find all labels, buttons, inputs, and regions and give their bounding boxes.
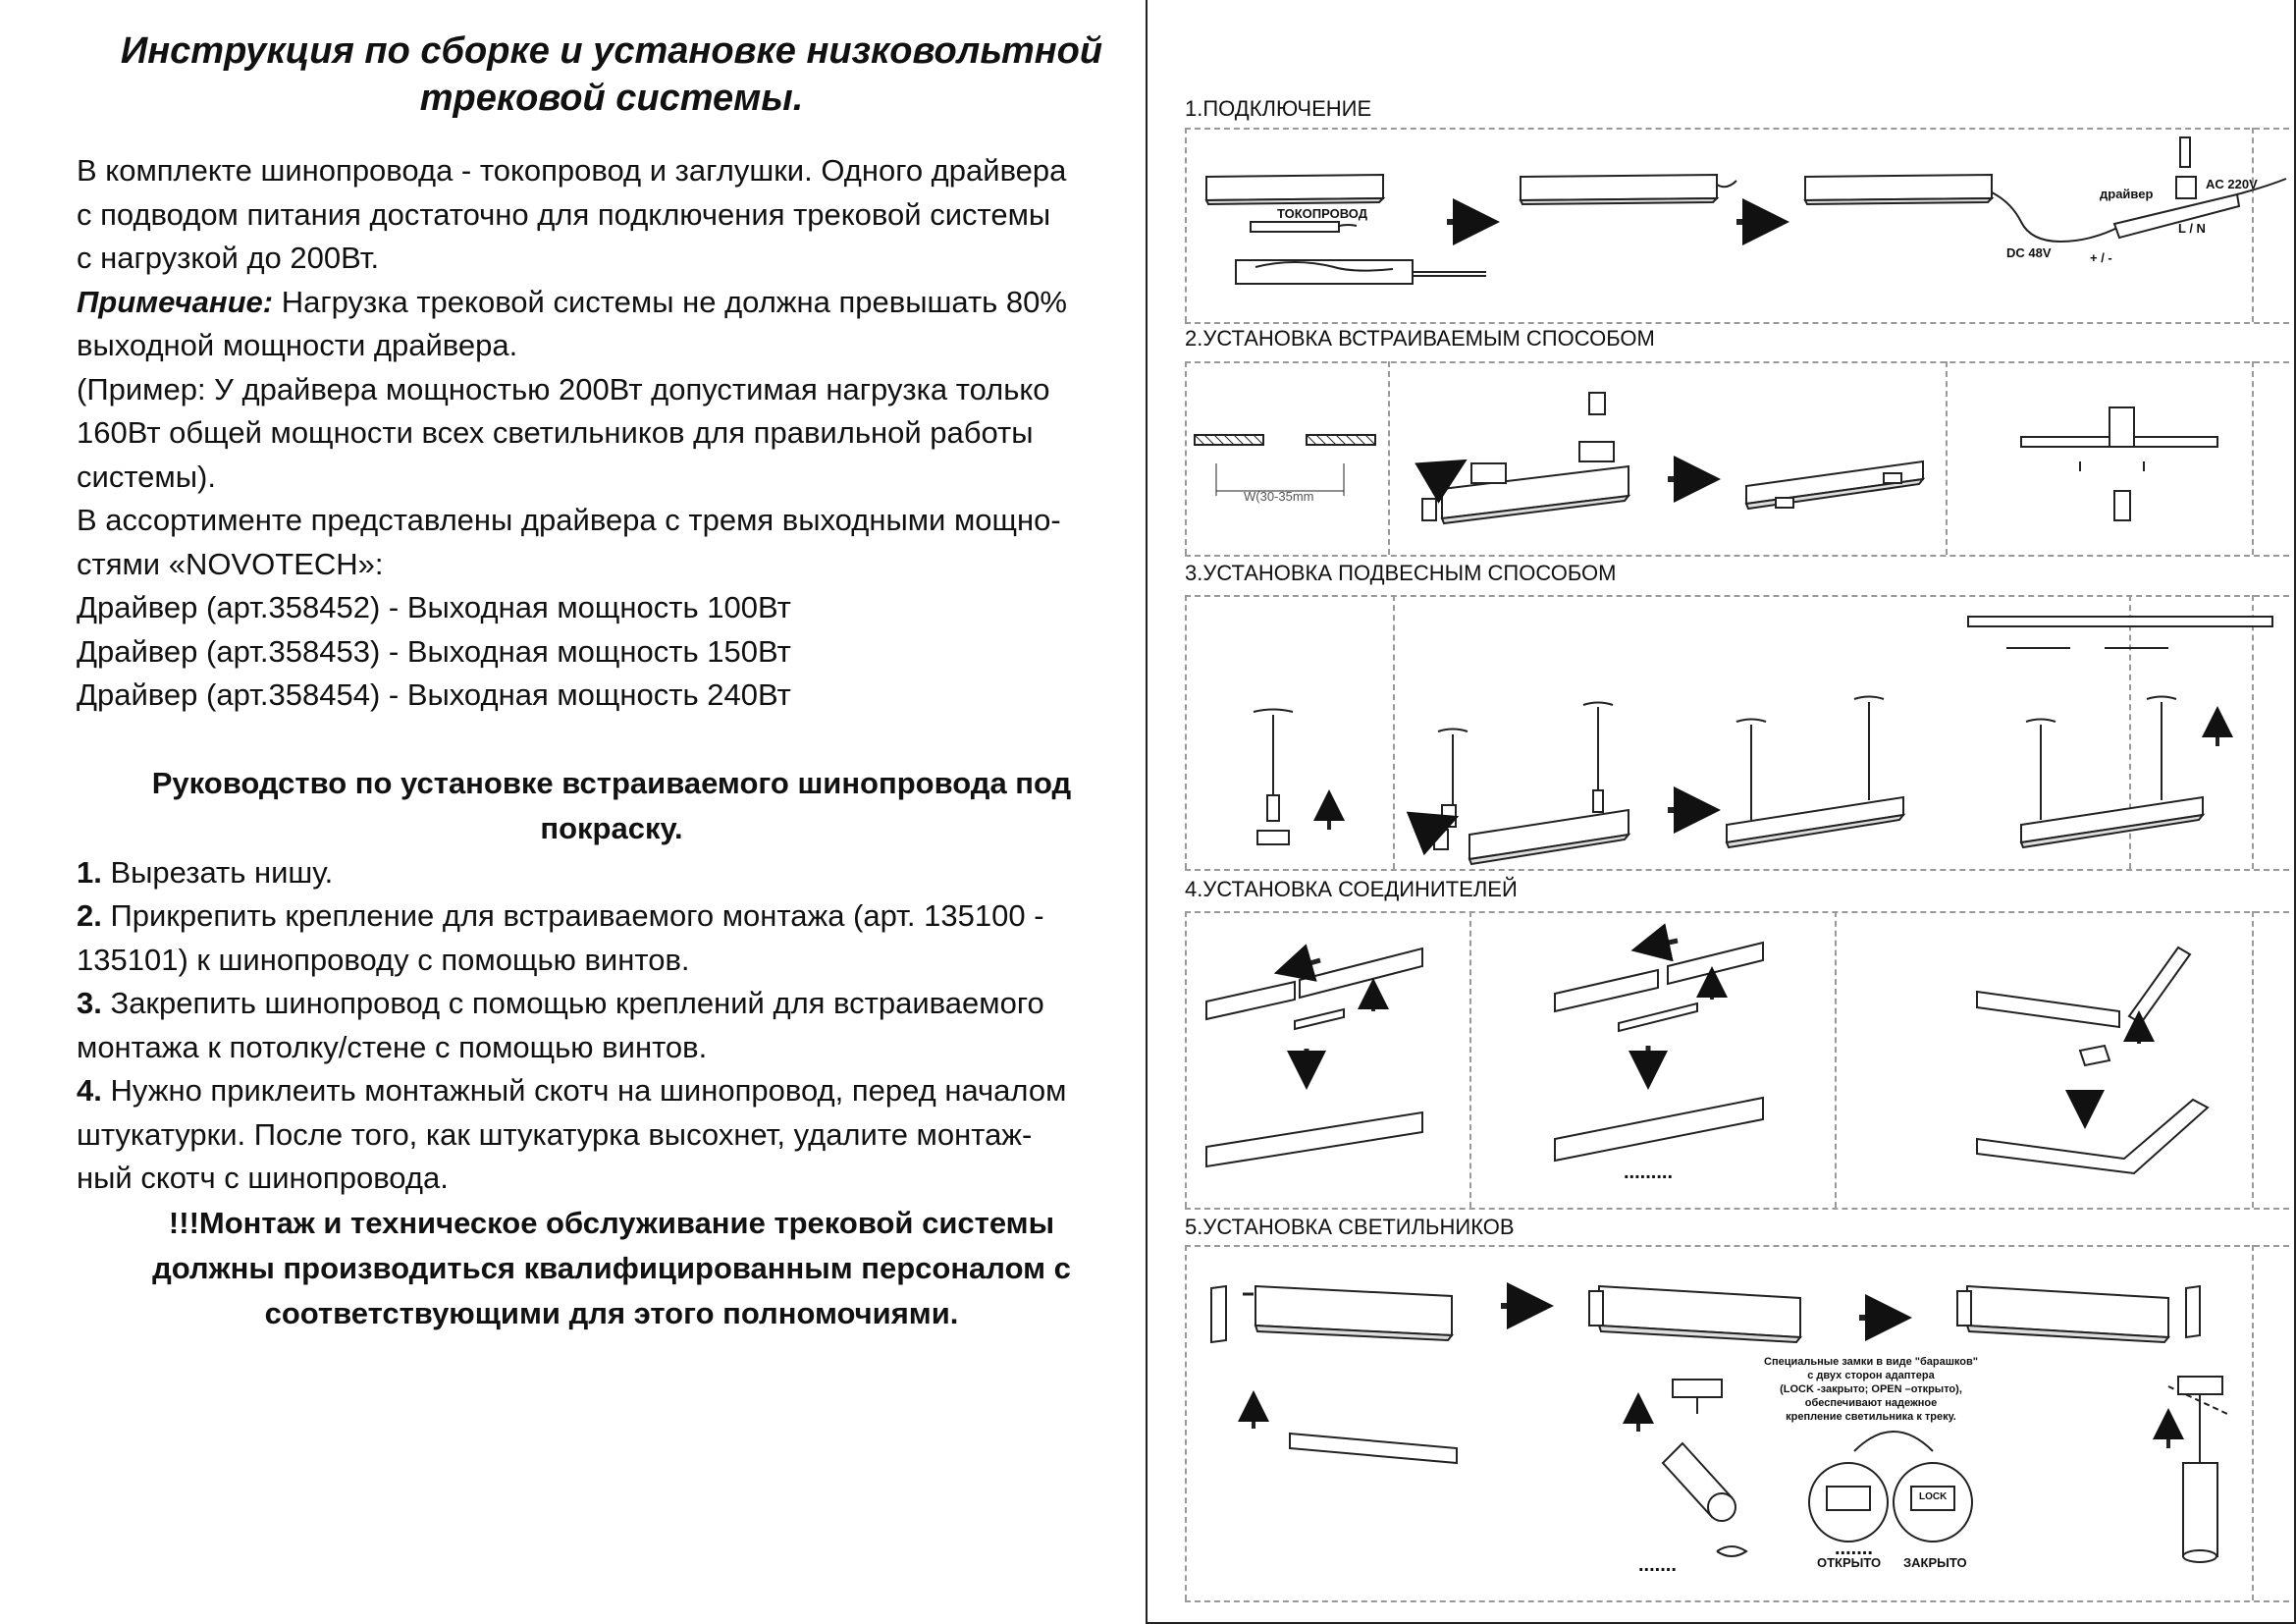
connector-detail xyxy=(1235,259,1486,285)
luminaire-track-1 xyxy=(1210,1284,1455,1344)
track-segment-1 xyxy=(1204,173,1386,206)
ceiling-bracket xyxy=(2020,406,2218,521)
note-line: Примечание: Нагрузка трековой системы не… xyxy=(77,281,1147,325)
section-title-luminaires: 5.УСТАНОВКА СВЕТИЛЬНИКОВ xyxy=(1185,1215,1515,1239)
label-open: ОТКРЫТО xyxy=(1817,1555,1882,1570)
driver-line: Драйвер (арт.358453) - Выходная мощность… xyxy=(77,633,791,669)
diagram-panel: 1.ПОДКЛЮЧЕНИЕ 2.УСТАНОВКА ВСТРАИВАЕМЫМ С… xyxy=(1146,0,2296,1624)
section-title-suspended: 3.УСТАНОВКА ПОДВЕСНЫМ СПОСОБОМ xyxy=(1185,561,1617,585)
step-3: 3. Закрепить шинопровод с помощью крепле… xyxy=(77,986,1044,1020)
recessed-track-mounted xyxy=(1744,460,1926,511)
label-closed: ЗАКРЫТО xyxy=(1903,1555,1967,1570)
connector-step-c xyxy=(1976,946,2210,1175)
step-1: 1. Вырезать нишу. xyxy=(77,854,334,890)
example-line: системы). xyxy=(77,459,216,494)
label-lock: LOCK xyxy=(1919,1491,1948,1502)
label-l-n: L / N xyxy=(2178,221,2206,236)
svg-text:.........: ......... xyxy=(1624,1162,1673,1183)
document-title-line2: трековой системы. xyxy=(419,78,804,119)
warning-line: соответствующими для этого полномочиями. xyxy=(264,1295,959,1330)
instruction-text-column: Инструкция по сборке и установке низково… xyxy=(77,27,1147,1336)
driver-line: Драйвер (арт.358452) - Выходная мощность… xyxy=(77,590,791,624)
warning-line: должны производиться квалифицированным п… xyxy=(152,1250,1071,1285)
step-2: 2. Прикрепить крепление для встраиваемог… xyxy=(77,898,1044,933)
instruction-body: В комплекте шинопровода - токопровод и з… xyxy=(77,149,1147,1336)
intro-line: В комплекте шинопровода - токопровод и з… xyxy=(77,153,1067,188)
spot-luminaire-tilted xyxy=(1661,1379,1736,1522)
note-label: Примечание: xyxy=(77,284,274,319)
step-2-cont: 135101) к шинопроводу с помощью винтов. xyxy=(77,942,690,977)
spot-adapter-flat xyxy=(1289,1432,1458,1465)
suspension-cable xyxy=(1253,708,1294,845)
note-text: Нагрузка трековой системы не должна прев… xyxy=(273,284,1067,319)
assortment-line: стями «NOVOTECH»: xyxy=(77,546,384,581)
example-line: 160Вт общей мощности всех светильников д… xyxy=(77,415,1034,450)
assortment-line: В ассортименте представлены драйвера с т… xyxy=(77,503,1061,537)
section-title-recessed: 2.УСТАНОВКА ВСТРАИВАЕМЫМ СПОСОБОМ xyxy=(1185,326,1655,351)
step-4-cont: штукатурки. После того, как штукатурка в… xyxy=(77,1116,1033,1152)
connector-step-b xyxy=(1554,941,1764,1163)
recessed-track-assembly xyxy=(1421,392,1631,525)
label-current-conductor: ТОКОПРОВОД xyxy=(1277,206,1367,221)
guide-title-line2: покраску. xyxy=(540,810,683,845)
lock-detail-circles xyxy=(1808,1431,1973,1543)
suspended-track-1 xyxy=(1433,701,1631,866)
document-title-line1: Инструкция по сборке и установке низково… xyxy=(120,30,1103,72)
section-title-connectors: 4.УСТАНОВКА СОЕДИНИТЕЛЕЙ xyxy=(1185,877,1518,901)
step-3-cont: монтажа к потолку/стене с помощью винтов… xyxy=(77,1029,708,1064)
diagram-drawings: ....... ....... ......... xyxy=(1194,136,2287,1576)
step-4: 4. Нужно приклеить монтажный скотч на ши… xyxy=(77,1073,1067,1108)
driver-line: Драйвер (арт.358454) - Выходная мощность… xyxy=(77,677,791,712)
connector-step-a xyxy=(1205,947,1423,1168)
track-segment-3 xyxy=(1803,136,2287,244)
label-driver: драйвер xyxy=(2100,187,2154,201)
suspended-track-3 xyxy=(1967,616,2273,849)
label-plus-minus: + / - xyxy=(2090,250,2112,265)
track-segment-2 xyxy=(1519,173,1737,206)
suspended-track-2 xyxy=(1725,695,1906,849)
current-connector xyxy=(1250,221,1358,233)
pendant-spot xyxy=(2177,1376,2223,1563)
ceiling-cut xyxy=(1194,434,1376,496)
label-ac: AC 220V xyxy=(2206,177,2258,191)
luminaire-track-2 xyxy=(1588,1284,1802,1344)
guide-title-line1: Руководство по установке встраиваемого ш… xyxy=(151,765,1072,800)
svg-text:.......: ....... xyxy=(1638,1554,1677,1576)
lock-note: Специальные замки в виде "барашков" с дв… xyxy=(1764,1356,1978,1423)
intro-line: с нагрузкой до 200Вт. xyxy=(77,241,380,275)
warning-line: !!!Монтаж и техническое обслуживание тре… xyxy=(168,1205,1055,1240)
note-line: выходной мощности драйвера. xyxy=(77,328,518,362)
example-line: (Пример: У драйвера мощностью 200Вт допу… xyxy=(77,371,1050,406)
intro-line: с подводом питания достаточно для подклю… xyxy=(77,196,1051,232)
step-4-cont: ный скотч с шинопровода. xyxy=(77,1161,449,1195)
label-dc: DC 48V xyxy=(2006,245,2052,260)
luminaire-track-3 xyxy=(1956,1284,2201,1344)
label-niche-width: W(30-35mm xyxy=(1244,489,1314,504)
svg-text:.......: ....... xyxy=(1835,1538,1873,1559)
section-title-connection: 1.ПОДКЛЮЧЕНИЕ xyxy=(1185,96,1372,121)
